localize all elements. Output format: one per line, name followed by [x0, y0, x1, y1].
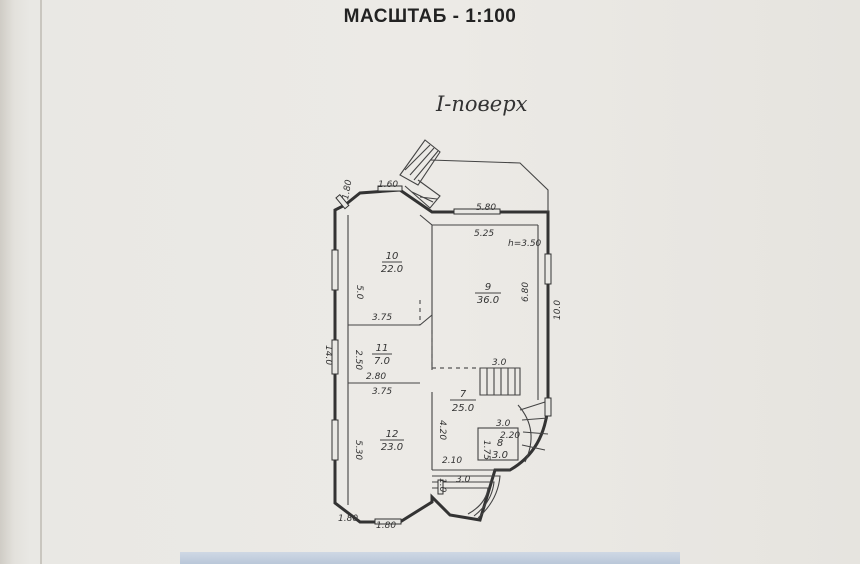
window — [331, 339, 339, 375]
room-10-label: 10 22.0 — [381, 251, 403, 275]
svg-text:23.0: 23.0 — [381, 442, 403, 453]
svg-text:25.0: 25.0 — [452, 403, 474, 414]
svg-text:3.0: 3.0 — [492, 450, 508, 461]
dimension-label: 3.0 — [492, 358, 507, 368]
dimension-label: 5.80 — [476, 203, 496, 213]
dimension-label: 4.20 — [437, 420, 447, 440]
dimension-label: 2.20 — [500, 431, 520, 441]
window — [544, 253, 552, 285]
dimension-label: 6.80 — [521, 282, 531, 302]
svg-text:36.0: 36.0 — [477, 295, 499, 306]
dimension-label: 1.75 — [481, 440, 491, 460]
svg-text:22.0: 22.0 — [381, 264, 403, 275]
dimension-label: 10.0 — [553, 300, 563, 320]
room-8-outline — [477, 427, 519, 461]
inner-staircase — [479, 367, 549, 463]
svg-text:10: 10 — [386, 251, 399, 262]
floor-label: I-поверх — [436, 92, 528, 116]
dimension-label: 2.80 — [366, 372, 386, 382]
dimension-label: 3.0 — [496, 419, 511, 429]
dimension-label: 3.0 — [456, 475, 471, 485]
binding-gutter — [40, 0, 42, 564]
dimension-label: 1.60 — [378, 180, 398, 190]
svg-text:12: 12 — [386, 429, 399, 440]
window — [544, 397, 552, 417]
bottom-edge-strip — [180, 552, 680, 564]
inner-wall-10-9 — [419, 214, 433, 370]
room-8-label: 8 3.0 — [492, 438, 508, 461]
window — [335, 194, 350, 210]
svg-text:9: 9 — [485, 282, 491, 293]
dimension-label: 14.0 — [323, 345, 333, 365]
dimension-label: 5.25 — [474, 229, 494, 239]
dimension-label: 1.0 — [437, 478, 447, 493]
window — [377, 185, 403, 192]
window — [331, 419, 339, 461]
outer-wall — [333, 188, 550, 524]
entrance-steps — [432, 475, 501, 519]
room-9-label: 9 36.0 h=3.50 — [475, 239, 542, 306]
dimension-label: 3.75 — [372, 313, 392, 323]
room-11-label: 11 7.0 — [372, 343, 392, 367]
dimension-label: 2.50 — [353, 350, 363, 370]
dimension-label: 1.80 — [338, 514, 358, 524]
window — [453, 208, 501, 215]
dimension-label: 5.30 — [353, 440, 363, 460]
svg-text:7: 7 — [460, 389, 467, 400]
dimension-label: 1.80 — [341, 179, 354, 201]
svg-text:7.0: 7.0 — [374, 356, 390, 367]
scale-title: МАСШТАБ - 1:100 — [343, 6, 517, 27]
window — [374, 518, 402, 525]
room-7-label: 7 25.0 — [450, 389, 476, 414]
terrace-outline — [429, 159, 549, 212]
dimension-label: 3.75 — [372, 387, 392, 397]
svg-text:h=3.50: h=3.50 — [508, 239, 542, 249]
svg-text:8: 8 — [497, 438, 503, 449]
room-12-label: 12 23.0 — [380, 429, 404, 453]
svg-text:11: 11 — [376, 343, 389, 354]
dimension-label: 1.80 — [376, 521, 396, 531]
dimension-label: 5.0 — [354, 285, 364, 300]
window — [437, 479, 444, 495]
window — [331, 249, 339, 291]
dimension-label: 2.10 — [442, 456, 462, 466]
top-staircase — [399, 139, 441, 209]
